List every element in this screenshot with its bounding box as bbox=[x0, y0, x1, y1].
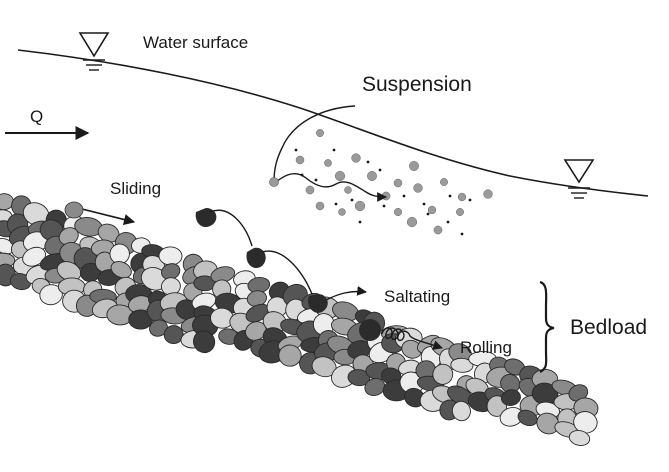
fine-suspended-particle bbox=[382, 204, 386, 208]
suspended-particle bbox=[456, 208, 464, 216]
suspended-particle bbox=[409, 161, 419, 171]
gravel-pebble bbox=[568, 430, 591, 446]
gravel-pebble bbox=[22, 246, 46, 267]
gravel-pebble bbox=[278, 344, 302, 367]
suspended-particle bbox=[316, 129, 324, 137]
suspended-particle bbox=[324, 159, 332, 167]
gravel-pebble bbox=[432, 363, 454, 385]
suspended-particle bbox=[483, 189, 493, 199]
suspended-particle bbox=[393, 207, 403, 217]
water-surface-line bbox=[17, 49, 649, 197]
fine-suspended-particle bbox=[460, 232, 464, 236]
rolling-particle bbox=[359, 319, 381, 341]
suspension-start-particle bbox=[269, 177, 279, 187]
suspended-particle bbox=[406, 216, 418, 228]
suspended-particle bbox=[381, 191, 391, 201]
fine-suspended-particle bbox=[426, 212, 430, 216]
fine-suspended-particle bbox=[314, 178, 318, 182]
gravel-pebble bbox=[347, 369, 371, 387]
suspended-particle bbox=[457, 192, 467, 202]
gravel-pebble bbox=[158, 246, 183, 266]
fine-suspended-particle bbox=[378, 168, 382, 172]
gravel-pebble bbox=[163, 325, 184, 345]
fine-suspended-particle bbox=[446, 220, 450, 224]
suspended-particle bbox=[354, 200, 366, 212]
bedload-label: Bedload bbox=[570, 316, 648, 339]
gravel-pebble bbox=[450, 357, 474, 373]
gravel-pebble bbox=[110, 261, 132, 279]
sliding-label: Sliding bbox=[110, 179, 162, 198]
bedload-brace bbox=[539, 280, 555, 373]
fine-suspended-particle bbox=[332, 148, 336, 152]
fine-suspended-particle bbox=[402, 194, 406, 198]
suspended-particle bbox=[315, 201, 325, 211]
suspension-path-lower bbox=[275, 172, 387, 202]
sliding-arrow bbox=[73, 206, 136, 225]
saltation-trajectory bbox=[209, 209, 366, 300]
suspended-particle bbox=[393, 178, 403, 188]
fine-suspended-particle bbox=[468, 198, 472, 202]
suspended-particle bbox=[413, 183, 423, 193]
saltating-label: Saltating bbox=[384, 287, 451, 306]
suspended-particle bbox=[440, 178, 448, 186]
gravel-pebble bbox=[149, 319, 168, 337]
gravel-pebble bbox=[364, 377, 386, 397]
suspended-particle bbox=[427, 205, 437, 215]
rolling-label: Rolling bbox=[460, 338, 512, 357]
suspended-particle bbox=[367, 171, 377, 181]
suspended-particle bbox=[338, 208, 346, 216]
flow-label: Q bbox=[30, 107, 44, 126]
gravel-pebble bbox=[500, 389, 521, 406]
fine-suspended-particle bbox=[448, 194, 452, 198]
gravel-pebble bbox=[451, 400, 471, 422]
suspended-particle bbox=[433, 225, 443, 235]
suspended-particle bbox=[295, 155, 305, 165]
gravel-pebble bbox=[401, 339, 423, 359]
fine-suspended-particle bbox=[366, 160, 370, 164]
inverted-triangle-water-level-icon bbox=[78, 32, 110, 71]
saltating-particles bbox=[195, 208, 328, 313]
fine-suspended-particle bbox=[350, 198, 354, 202]
suspended-particle bbox=[344, 186, 352, 194]
suspension-path-upper bbox=[273, 105, 356, 183]
riverbed-gravel bbox=[0, 193, 599, 446]
suspended-particle bbox=[351, 153, 361, 163]
rolling-trajectory bbox=[381, 327, 443, 350]
inverted-triangle-water-level-icon bbox=[563, 159, 595, 199]
suspended-particle bbox=[305, 185, 315, 195]
suspension-label: Suspension bbox=[362, 73, 472, 96]
water-surface-label: Water surface bbox=[143, 33, 249, 52]
suspended-particles bbox=[294, 129, 493, 236]
fine-suspended-particle bbox=[358, 220, 362, 224]
fine-suspended-particle bbox=[422, 202, 426, 206]
sliding-particle bbox=[64, 201, 84, 219]
fine-suspended-particle bbox=[294, 148, 298, 152]
fine-suspended-particle bbox=[334, 202, 338, 206]
gravel-pebble bbox=[193, 330, 216, 354]
suspended-particle bbox=[334, 170, 346, 182]
gravel-pebble bbox=[9, 273, 32, 291]
